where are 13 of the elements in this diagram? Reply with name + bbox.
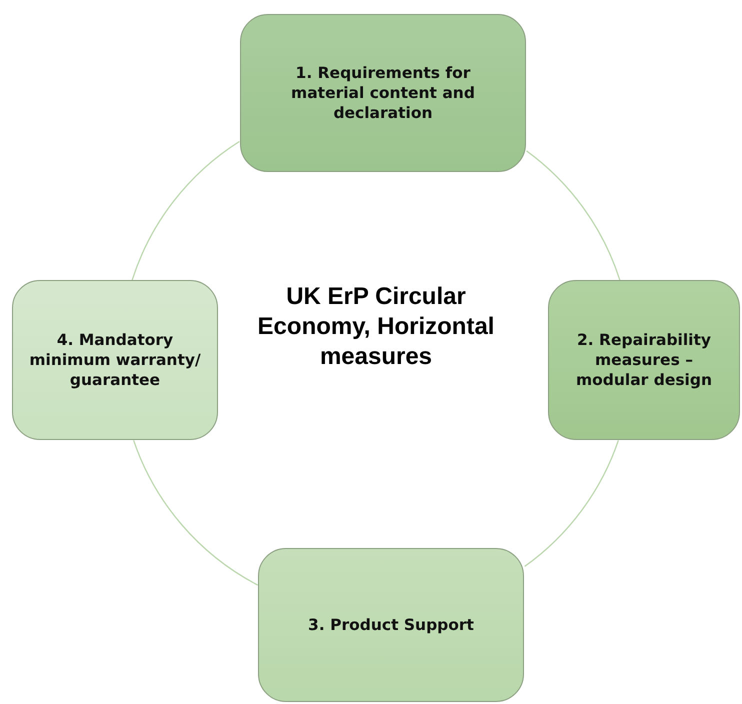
connector-arc bbox=[526, 150, 620, 280]
connector-arc bbox=[132, 141, 240, 280]
rounded-box bbox=[548, 280, 740, 440]
connector-arc bbox=[133, 440, 258, 586]
connector-arc bbox=[524, 440, 619, 567]
box-label: 4. Mandatory minimum warranty/ guarantee bbox=[29, 330, 201, 390]
box-label: 1. Requirements for material content and declaration bbox=[290, 62, 476, 124]
box-label: 3. Product Support bbox=[308, 614, 474, 636]
box-label: 2. Repairability measures – modular design bbox=[574, 330, 714, 390]
rounded-box bbox=[258, 548, 524, 702]
rounded-box bbox=[12, 280, 218, 440]
diagram-title: UK ErP Circular Economy, Horizontal measures bbox=[256, 282, 496, 372]
rounded-box bbox=[240, 14, 526, 172]
